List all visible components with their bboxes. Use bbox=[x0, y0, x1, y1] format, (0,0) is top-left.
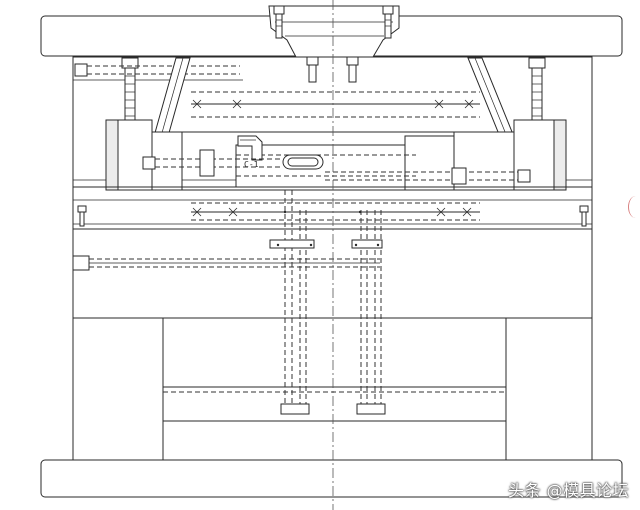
slider-left bbox=[105, 119, 183, 191]
pin-markers bbox=[276, 210, 380, 247]
upper-rail bbox=[191, 91, 480, 118]
sprue-pin-left bbox=[306, 56, 319, 83]
edge-bolt-left bbox=[77, 205, 87, 227]
slider-rod-left bbox=[142, 149, 282, 177]
latch-hook bbox=[237, 135, 263, 161]
spacer-block-right bbox=[505, 317, 593, 461]
locating-screw-right bbox=[382, 5, 394, 39]
product-slot bbox=[282, 154, 324, 170]
ejector-pin-heads bbox=[269, 239, 386, 415]
side-screw-left-top bbox=[74, 63, 240, 77]
edge-bolt-right bbox=[579, 205, 589, 227]
ejector-pin-1 bbox=[284, 190, 293, 410]
svg-text:C-1: C-1 bbox=[244, 160, 259, 169]
return-bar bbox=[72, 255, 380, 271]
gate-label: C-1 bbox=[244, 160, 259, 169]
spacer-block-left bbox=[72, 317, 164, 461]
lower-rail bbox=[191, 202, 480, 221]
ejector-plate bbox=[162, 386, 507, 461]
bottom-clamp-plate bbox=[40, 459, 623, 498]
support-plate bbox=[72, 228, 593, 319]
core-plate bbox=[72, 186, 593, 230]
sprue-pin-right bbox=[346, 56, 359, 83]
slider-rod-right bbox=[325, 167, 531, 185]
locating-screw-left bbox=[273, 5, 285, 39]
watermark: 头条 @模具论坛 bbox=[508, 481, 630, 500]
edge-mark bbox=[628, 196, 640, 218]
